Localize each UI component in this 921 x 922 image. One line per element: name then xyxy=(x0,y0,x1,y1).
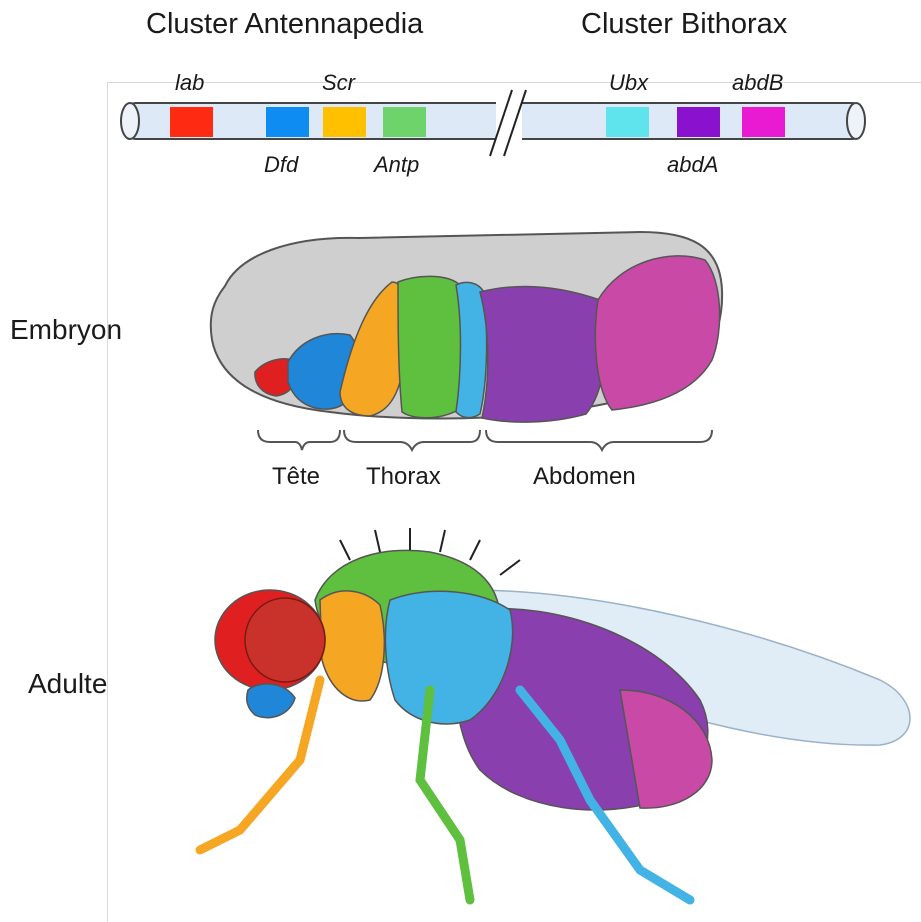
fly-thorax-orange xyxy=(320,591,384,701)
fly-head-blue xyxy=(247,684,295,718)
fly-eye xyxy=(245,598,325,682)
